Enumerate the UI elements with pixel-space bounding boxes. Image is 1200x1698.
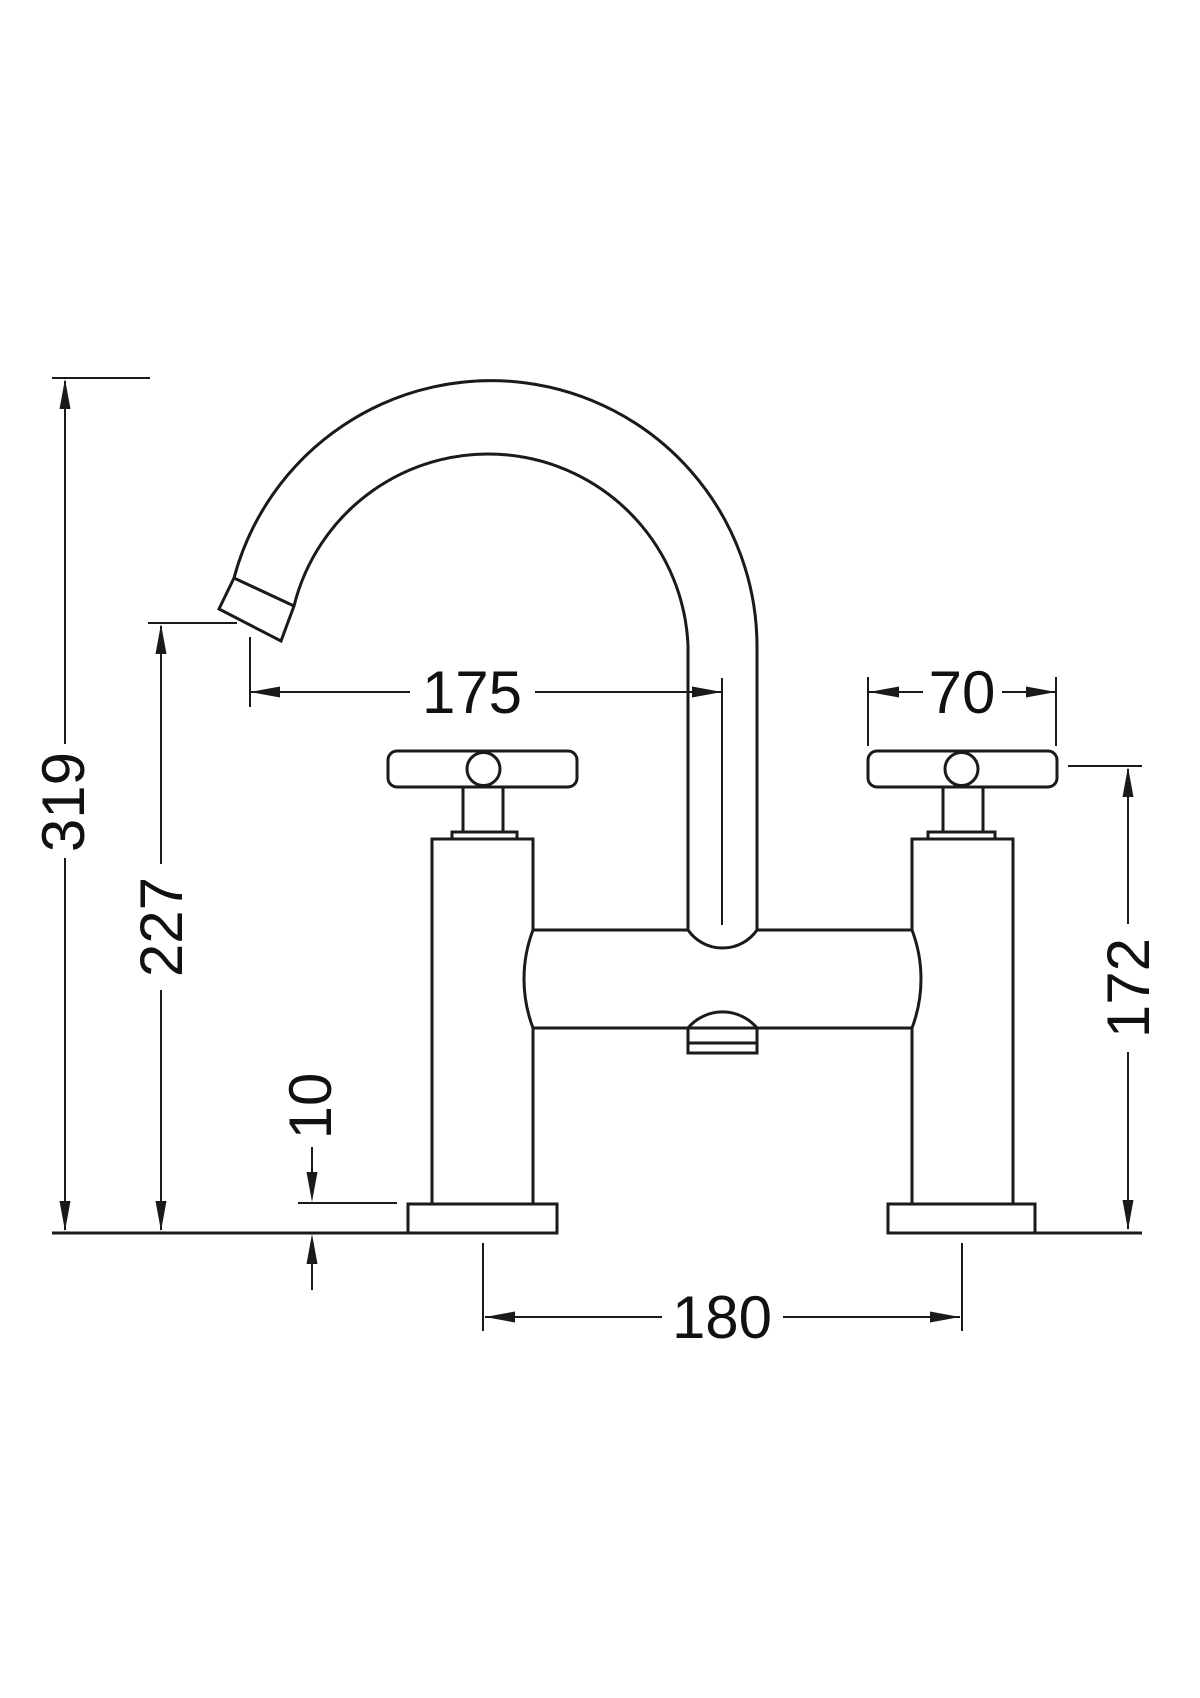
dim-label-spout-height: 227 xyxy=(128,877,195,977)
dim-227-arrow-down xyxy=(155,1201,167,1231)
left-handle-stem xyxy=(461,785,505,834)
dimension-overall-height: 319 xyxy=(30,377,150,1231)
dim-label-base-thickness: 10 xyxy=(277,1073,344,1140)
dim-319-arrow-down xyxy=(59,1201,71,1231)
dim-319-arrow-up xyxy=(59,379,71,409)
dim-label-handle-width: 70 xyxy=(929,659,996,726)
dim-180-arrow-left xyxy=(485,1311,515,1323)
dimension-spout-reach: 175 xyxy=(249,637,723,925)
dim-label-overall-height: 319 xyxy=(30,752,97,852)
spout-aerator-seam xyxy=(233,576,295,608)
right-handle-stem xyxy=(941,785,985,834)
dim-10-arrow-up xyxy=(306,1234,318,1264)
right-valve-column xyxy=(910,837,1015,1206)
dim-172-arrow-up xyxy=(1122,767,1134,797)
dim-70-arrow-left xyxy=(869,686,899,698)
dim-label-tap-centres: 180 xyxy=(672,1284,772,1351)
dimension-base-thickness: 10 xyxy=(277,1073,397,1290)
dimension-spout-height: 227 xyxy=(128,622,237,1231)
right-handle-hub xyxy=(943,751,980,787)
dimension-handle-width: 70 xyxy=(867,659,1057,746)
left-valve-column xyxy=(430,837,535,1206)
outlet-block xyxy=(686,1026,759,1055)
body-tube xyxy=(522,928,923,1030)
right-base-flange xyxy=(886,1202,1037,1235)
dim-70-arrow-right xyxy=(1026,686,1056,698)
left-handle-hub xyxy=(465,751,502,787)
left-base-flange xyxy=(406,1202,559,1235)
dim-175-arrow-left xyxy=(250,686,280,698)
dimension-tap-centres: 180 xyxy=(482,1243,963,1351)
dim-label-handle-height: 172 xyxy=(1095,938,1162,1038)
spout xyxy=(217,379,759,950)
outlet-dome xyxy=(684,1010,761,1030)
faucet-outline xyxy=(217,379,1059,1235)
dim-10-arrow-down xyxy=(306,1172,318,1202)
dimension-handle-height: 172 xyxy=(1068,765,1162,1230)
dim-label-spout-reach: 175 xyxy=(422,659,522,726)
dim-180-arrow-right xyxy=(930,1311,960,1323)
dim-227-arrow-up xyxy=(155,624,167,654)
dim-172-arrow-down xyxy=(1122,1200,1134,1230)
